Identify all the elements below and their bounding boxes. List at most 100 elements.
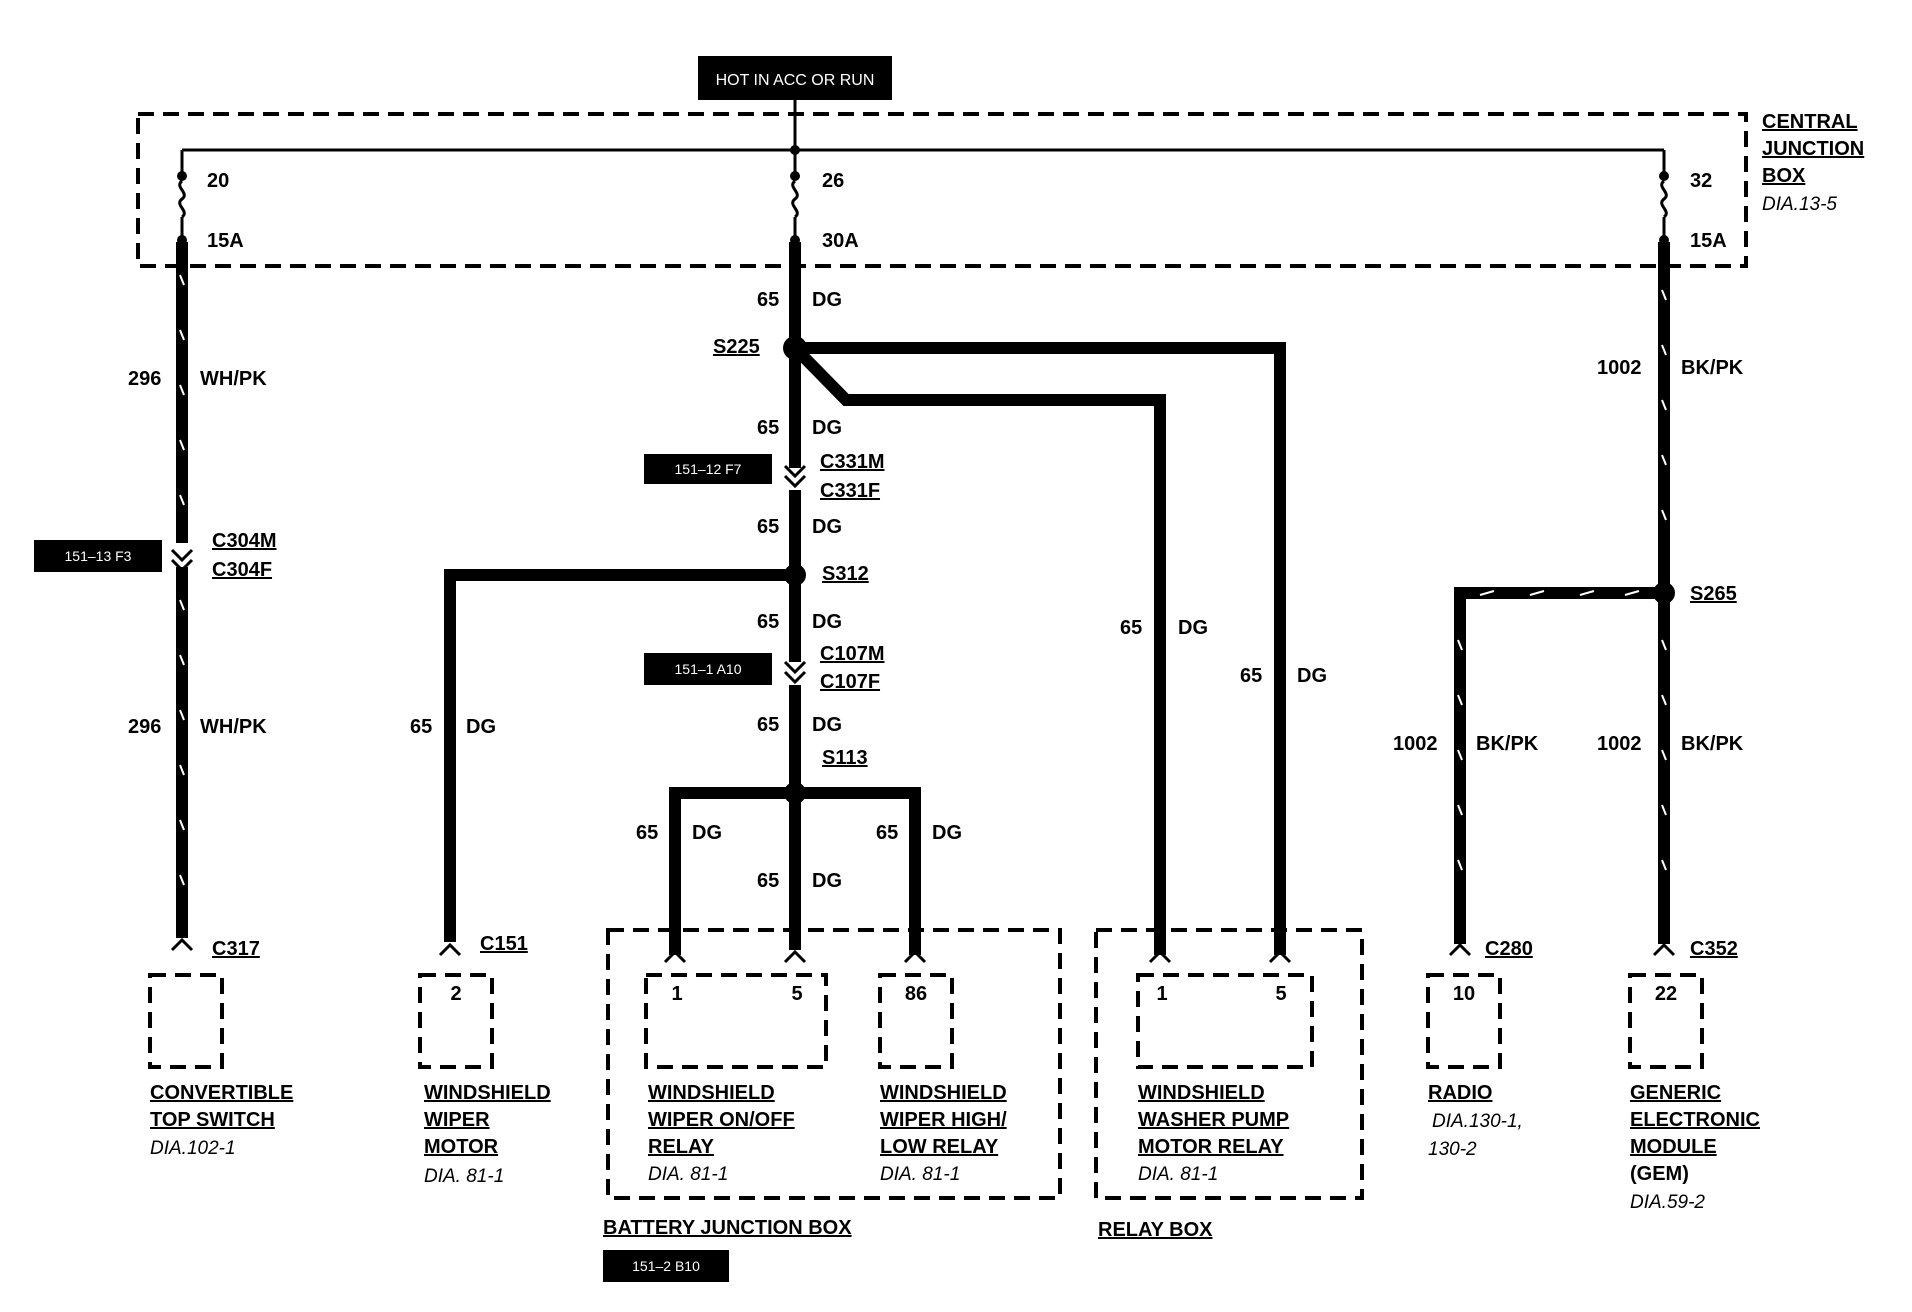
wire-65-label-3b: DG: [812, 516, 842, 538]
wire-65-onoff-b: DG: [692, 822, 722, 844]
wire-65-label-1b: DG: [812, 289, 842, 311]
relay-box-outline: [1094, 928, 1364, 1200]
wire-65-label-3a: 65: [757, 516, 779, 538]
radio-box: [1426, 973, 1502, 1069]
connector-c304m: C304M: [212, 530, 276, 552]
wire-296-color-lower: WH/PK: [200, 716, 267, 738]
wire-65-label-2b: DG: [812, 417, 842, 439]
locator-tag-1-text: 151–12 F7: [675, 461, 742, 477]
wire-296-color-upper: WH/PK: [200, 368, 267, 390]
splice-s265: [1653, 582, 1675, 604]
wiper-motor-label-2: WIPER: [424, 1109, 490, 1131]
wire-1002: [1454, 242, 1670, 944]
fuse-20: 20 15A: [177, 150, 244, 252]
wire-65-label-6b: DG: [812, 870, 842, 892]
wire-65-onoff-a: 65: [636, 822, 658, 844]
washer-relay-ref: DIA. 81-1: [1138, 1164, 1218, 1185]
wire-1002-radio-color: BK/PK: [1476, 733, 1539, 755]
cjb-title-2: JUNCTION: [1762, 138, 1864, 160]
wire-1002-radio-circuit: 1002: [1393, 733, 1438, 755]
wiper-motor-box: [418, 973, 494, 1069]
convertible-label-1: CONVERTIBLE: [150, 1082, 293, 1104]
wire-65-washer-1b: DG: [1178, 617, 1208, 639]
wire-1002-circuit-upper: 1002: [1597, 357, 1642, 379]
gem-label-3: MODULE: [1630, 1136, 1717, 1158]
fuse-26: 26 30A: [790, 150, 859, 252]
gem-box: [1628, 973, 1704, 1069]
central-junction-box-outline: [136, 112, 1748, 268]
radio-label: RADIO: [1428, 1082, 1492, 1104]
locator-tag-3: [644, 653, 772, 685]
convertible-label-2: TOP SWITCH: [150, 1109, 275, 1131]
fuse-32-number: 32: [1690, 170, 1712, 192]
radio-ref-1: DIA.130-1,: [1432, 1111, 1523, 1132]
connector-c280: C280: [1485, 938, 1533, 960]
locator-tag-4-text: 151–2 B10: [632, 1258, 700, 1274]
wire-296-circuit-lower: 296: [128, 716, 161, 738]
gem-label-2: ELECTRONIC: [1630, 1109, 1760, 1131]
fuse-26-rating: 30A: [822, 230, 859, 252]
locator-tag-4: [603, 1250, 729, 1282]
gem-label-1: GENERIC: [1630, 1082, 1721, 1104]
convertible-top-switch-box: [148, 973, 224, 1069]
highlow-relay-ref: DIA. 81-1: [880, 1164, 960, 1185]
highlow-relay-label-2: WIPER HIGH/: [880, 1109, 1007, 1131]
splice-s265-label: S265: [1690, 583, 1737, 605]
highlow-relay-label-1: WINDSHIELD: [880, 1082, 1007, 1104]
locator-tag-3-text: 151–1 A10: [675, 661, 742, 677]
connector-c151: C151: [480, 933, 528, 955]
battery-junction-box-label: BATTERY JUNCTION BOX: [603, 1217, 852, 1239]
wire-65-label-6a: 65: [757, 870, 779, 892]
splice-s113-label: S113: [822, 747, 868, 769]
highlow-relay-label-3: LOW RELAY: [880, 1136, 999, 1158]
wire-65-washer-5b: DG: [1297, 665, 1327, 687]
gem-pin: 22: [1655, 983, 1677, 1005]
locator-tag-2-text: 151–13 F3: [65, 548, 132, 564]
onoff-relay-label-3: RELAY: [648, 1136, 715, 1158]
wiper-motor-ref: DIA. 81-1: [424, 1166, 504, 1187]
gem-ref: DIA.59-2: [1630, 1192, 1705, 1213]
wire-65-label-5a: 65: [757, 714, 779, 736]
wiper-motor-pin: 2: [450, 983, 461, 1005]
washer-relay-box: [1136, 973, 1314, 1069]
washer-relay-pin-1: 1: [1156, 983, 1167, 1005]
wire-296-circuit-upper: 296: [128, 368, 161, 390]
wire-65-washer-5a: 65: [1240, 665, 1262, 687]
highlow-relay-box: [878, 973, 954, 1069]
highlow-relay-pin-86: 86: [905, 983, 927, 1005]
cjb-title-3: BOX: [1762, 165, 1806, 187]
connector-c107f: C107F: [820, 671, 880, 693]
wire-65-highlow-b: DG: [932, 822, 962, 844]
locator-tag-2: [34, 540, 162, 572]
wire-65-wiper-motor-a: 65: [410, 716, 432, 738]
onoff-relay-pin-1: 1: [671, 983, 682, 1005]
washer-relay-label-2: WASHER PUMP: [1138, 1109, 1289, 1131]
fuse-20-number: 20: [207, 170, 229, 192]
splice-s312-label: S312: [822, 563, 869, 585]
wire-65-label-2a: 65: [757, 417, 779, 439]
connector-c107m: C107M: [820, 643, 884, 665]
connector-c107: [783, 660, 807, 685]
onoff-relay-ref: DIA. 81-1: [648, 1164, 728, 1185]
wiper-motor-label-3: MOTOR: [424, 1136, 499, 1158]
onoff-relay-label-1: WINDSHIELD: [648, 1082, 775, 1104]
power-source-label: HOT IN ACC OR RUN: [716, 72, 875, 89]
fuse-32-rating: 15A: [1690, 230, 1727, 252]
onoff-relay-box: [644, 973, 828, 1069]
cjb-ref: DIA.13-5: [1762, 194, 1837, 215]
radio-pin: 10: [1453, 983, 1475, 1005]
wire-65-label-5b: DG: [812, 714, 842, 736]
fuse-26-number: 26: [822, 170, 844, 192]
wiper-motor-label-1: WINDSHIELD: [424, 1082, 551, 1104]
connector-c352: C352: [1690, 938, 1738, 960]
cjb-title-1: CENTRAL: [1762, 111, 1858, 133]
connector-c331f: C331F: [820, 480, 880, 502]
relay-box-label: RELAY BOX: [1098, 1219, 1213, 1241]
wire-65-label-4b: DG: [812, 611, 842, 633]
washer-relay-pin-5: 5: [1275, 983, 1286, 1005]
battery-junction-box-outline: [606, 928, 1062, 1200]
washer-relay-label-1: WINDSHIELD: [1138, 1082, 1265, 1104]
wire-1002-gem-circuit: 1002: [1597, 733, 1642, 755]
connector-c331: [783, 464, 807, 489]
